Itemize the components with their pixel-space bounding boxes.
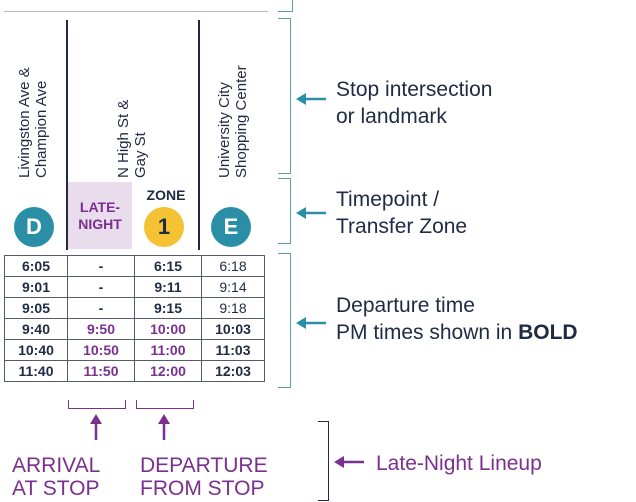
table-cell: 9:05	[4, 297, 68, 319]
stop-label-livingston: Livingston Ave & Champion Ave	[16, 67, 50, 178]
table-cell: -	[67, 276, 135, 298]
table-cell: 9:15	[134, 297, 202, 319]
zone-1-badge: 1	[144, 207, 184, 247]
departure-column-bracket	[136, 400, 194, 409]
column-divider	[198, 20, 200, 250]
table-cell: 11:00	[134, 339, 202, 361]
departure-callout-line1: Departure time	[336, 294, 475, 317]
timepoint-bracket	[278, 178, 291, 244]
arrival-up-arrow-icon	[90, 414, 102, 440]
table-cell: 9:11	[134, 276, 202, 298]
departure-callout-line2: PM times shown in BOLD	[336, 319, 578, 346]
timepoint-e-badge: E	[211, 207, 251, 247]
column-divider	[66, 20, 68, 250]
table-cell: 6:15	[134, 255, 202, 277]
table-cell: -	[67, 297, 135, 319]
table-cell: 9:18	[201, 297, 265, 319]
departure-bracket	[278, 253, 291, 388]
stop-label-n-high: N High St & Gay St	[115, 99, 149, 178]
table-cell: 9:14	[201, 276, 265, 298]
late-night-arrow-icon	[334, 456, 364, 468]
departure-arrow-icon	[296, 317, 326, 329]
timepoint-d-code: D	[26, 214, 42, 239]
late-night-lineup-callout: Late-Night Lineup	[376, 452, 542, 475]
timepoint-arrow-icon	[296, 207, 326, 219]
stop-arrow-icon	[296, 93, 326, 105]
late-night-bracket	[318, 421, 329, 501]
table-cell: 10:40	[4, 339, 68, 361]
late-night-box: LATE- NIGHT	[68, 182, 132, 249]
departure-up-arrow-icon	[158, 414, 170, 440]
top-divider	[4, 11, 268, 12]
timepoint-e-code: E	[223, 214, 239, 239]
table-cell: 10:00	[134, 318, 202, 340]
departure-from-stop-label: DEPARTURE FROM STOP	[140, 454, 268, 500]
table-cell: 6:05	[4, 255, 68, 277]
table-cell: 9:50	[67, 318, 135, 340]
arrival-at-stop-label: ARRIVAL AT STOP	[12, 454, 101, 500]
table-cell: 12:00	[134, 360, 202, 382]
timepoint-callout: Timepoint / Transfer Zone	[336, 188, 468, 238]
departure-callout-prefix: PM times shown in	[336, 321, 519, 344]
table-cell: 9:40	[4, 318, 68, 340]
stop-label-university-city: University City Shopping Center	[216, 65, 250, 178]
arrival-bracket	[68, 400, 126, 409]
zone-1-code: 1	[157, 214, 171, 239]
table-cell: 11:50	[67, 360, 135, 382]
stop-callout: Stop intersection or landmark	[336, 78, 493, 128]
departure-callout-bold: BOLD	[518, 321, 578, 344]
timepoint-d-badge: D	[14, 207, 54, 247]
table-cell: 10:03	[201, 318, 265, 340]
stop-bracket	[278, 18, 291, 174]
table-cell: 9:01	[4, 276, 68, 298]
departure-callout: Departure time PM times shown in BOLD	[336, 292, 578, 346]
late-night-label: LATE- NIGHT	[78, 198, 122, 232]
zone-label: ZONE	[146, 187, 186, 203]
table-cell: 11:03	[201, 339, 265, 361]
table-cell: 10:50	[67, 339, 135, 361]
table-cell: -	[67, 255, 135, 277]
table-cell: 11:40	[4, 360, 68, 382]
table-cell: 12:03	[201, 360, 265, 382]
table-cell: 6:18	[201, 255, 265, 277]
stop-bracket-top	[278, 0, 293, 12]
